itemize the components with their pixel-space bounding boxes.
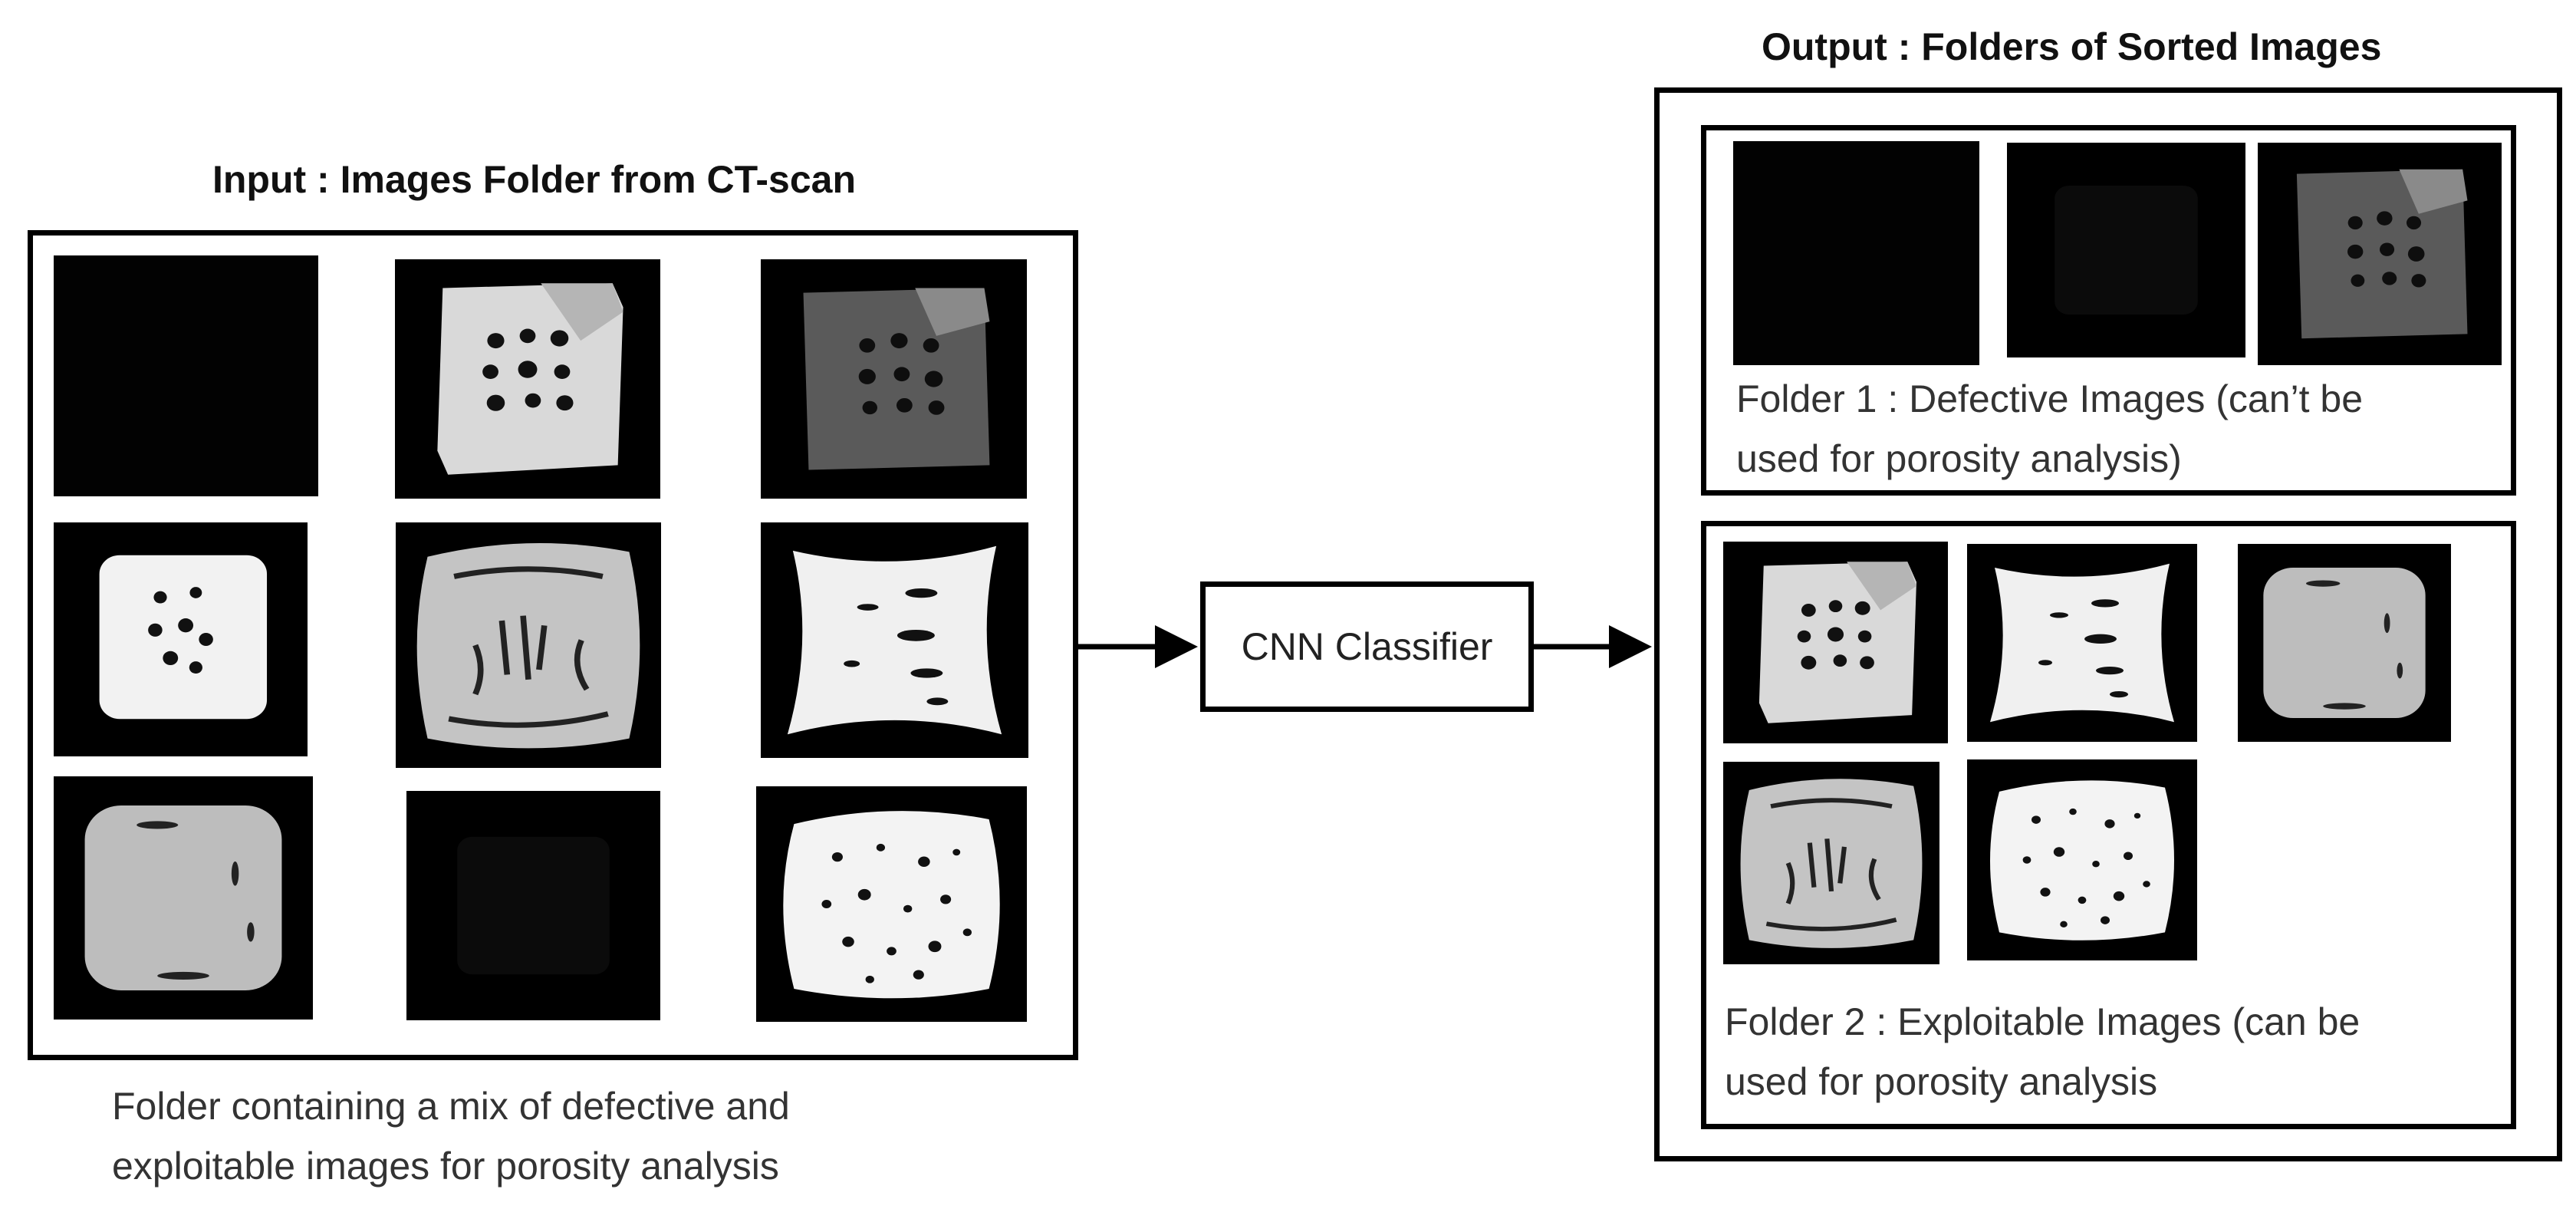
folder1-image-grey-square-pores (2258, 143, 2502, 365)
folder-2-caption-line-2: used for porosity analysis (1725, 1060, 2158, 1103)
ct-image-very-dark (406, 791, 660, 1020)
folder1-image-dark (1733, 141, 1979, 365)
ct-image-grey-rounded (54, 776, 313, 1020)
ct-image-dark (54, 255, 318, 496)
folder2-image-white-speckled (1967, 759, 2197, 960)
folder-1-caption: Folder 1 : Defective Images (can’t be us… (1736, 369, 2363, 489)
folder-1-caption-line-2: used for porosity analysis) (1736, 437, 2182, 480)
folder2-image-bright-square-pores (1723, 542, 1948, 743)
ct-image-grey-textured (396, 522, 661, 768)
folder-2-caption-line-1: Folder 2 : Exploitable Images (can be (1725, 1000, 2361, 1043)
input-title: Input : Images Folder from CT-scan (212, 158, 856, 201)
folder2-image-white-wavy (1967, 544, 2197, 742)
ct-image-white-wavy (761, 522, 1028, 758)
input-caption: Folder containing a mix of defective and… (112, 1076, 790, 1196)
cnn-classifier-box: CNN Classifier (1200, 581, 1534, 712)
folder1-image-very-dark (2007, 143, 2245, 357)
folder-1-caption-line-1: Folder 1 : Defective Images (can’t be (1736, 377, 2364, 420)
ct-image-white-speckled (756, 786, 1027, 1022)
cnn-classifier-label: CNN Classifier (1241, 625, 1493, 668)
ct-image-grey-square-pores (761, 259, 1027, 499)
input-caption-line-1: Folder containing a mix of defective and (112, 1085, 790, 1128)
input-caption-line-2: exploitable images for porosity analysis (112, 1145, 779, 1188)
folder2-image-grey-textured (1723, 762, 1939, 964)
folder2-image-grey-rounded (2238, 544, 2451, 742)
ct-image-bright-square-pores (395, 259, 660, 499)
ct-image-white-rounded-pores (54, 522, 308, 756)
output-title: Output : Folders of Sorted Images (1762, 25, 2382, 68)
folder-2-caption: Folder 2 : Exploitable Images (can be us… (1725, 992, 2360, 1112)
